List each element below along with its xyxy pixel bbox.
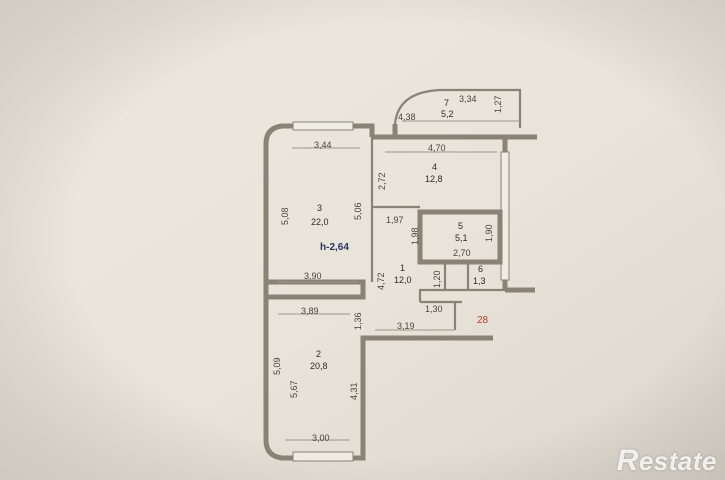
room-3-area: 22,0 xyxy=(311,217,329,227)
dim-label: 5,06 xyxy=(353,202,363,220)
ceiling-height-label: h-2,64 xyxy=(320,242,349,253)
dim-label: 4,72 xyxy=(376,272,386,290)
room-1-area: 12,0 xyxy=(394,275,412,285)
dim-label: 4,70 xyxy=(428,143,446,153)
r-logo-icon: R xyxy=(616,444,639,477)
dim-label: 4,31 xyxy=(349,382,359,400)
dimension-labels: 4,38 3,34 1,27 3,44 4,70 2,72 5,08 5,06 … xyxy=(272,94,503,443)
dim-label: 3,44 xyxy=(314,140,332,150)
dim-label: 3,90 xyxy=(304,271,322,281)
room-2-area: 20,8 xyxy=(310,361,328,371)
dimension-lines xyxy=(278,147,497,441)
room-3-number: 3 xyxy=(317,203,322,213)
room-2-number: 2 xyxy=(316,349,321,359)
room-5-number: 5 xyxy=(458,221,463,231)
room-5-area: 5,1 xyxy=(455,233,468,243)
room-6-area: 1,3 xyxy=(473,276,486,286)
room-1-number: 1 xyxy=(400,263,405,273)
dim-label: 4,38 xyxy=(398,112,416,122)
dim-label: 3,00 xyxy=(312,433,330,443)
dim-label: 3,34 xyxy=(459,94,477,104)
dim-label: 5,67 xyxy=(289,380,299,398)
dim-label: 1,27 xyxy=(493,95,503,113)
room-labels: 7 5,2 4 12,8 3 22,0 5 5,1 1 12,0 6 1,3 2… xyxy=(310,98,489,371)
dim-label: 1,97 xyxy=(386,215,404,225)
room-7-area: 5,2 xyxy=(441,109,454,119)
room-6-number: 6 xyxy=(478,264,483,274)
room-4-number: 4 xyxy=(432,162,437,172)
apartment-number: 28 xyxy=(477,315,489,326)
dim-label: 1,30 xyxy=(425,304,443,314)
dim-label: 3,19 xyxy=(397,321,415,331)
dim-label: 2,72 xyxy=(377,172,387,190)
restate-watermark: Restate xyxy=(617,444,717,478)
dim-label: 2,70 xyxy=(453,248,471,258)
dim-label: 1,36 xyxy=(353,312,363,330)
dim-label: 1,90 xyxy=(484,224,494,242)
room-4-area: 12,8 xyxy=(425,174,443,184)
dim-label: 5,08 xyxy=(280,207,290,225)
room-7-number: 7 xyxy=(444,98,449,108)
dim-label: 5,09 xyxy=(272,357,282,375)
dim-label: 3,89 xyxy=(301,306,319,316)
dim-label: 1,98 xyxy=(410,227,420,245)
watermark-text: estate xyxy=(638,446,717,476)
dim-label: 1,20 xyxy=(432,270,442,288)
walls xyxy=(263,88,537,462)
